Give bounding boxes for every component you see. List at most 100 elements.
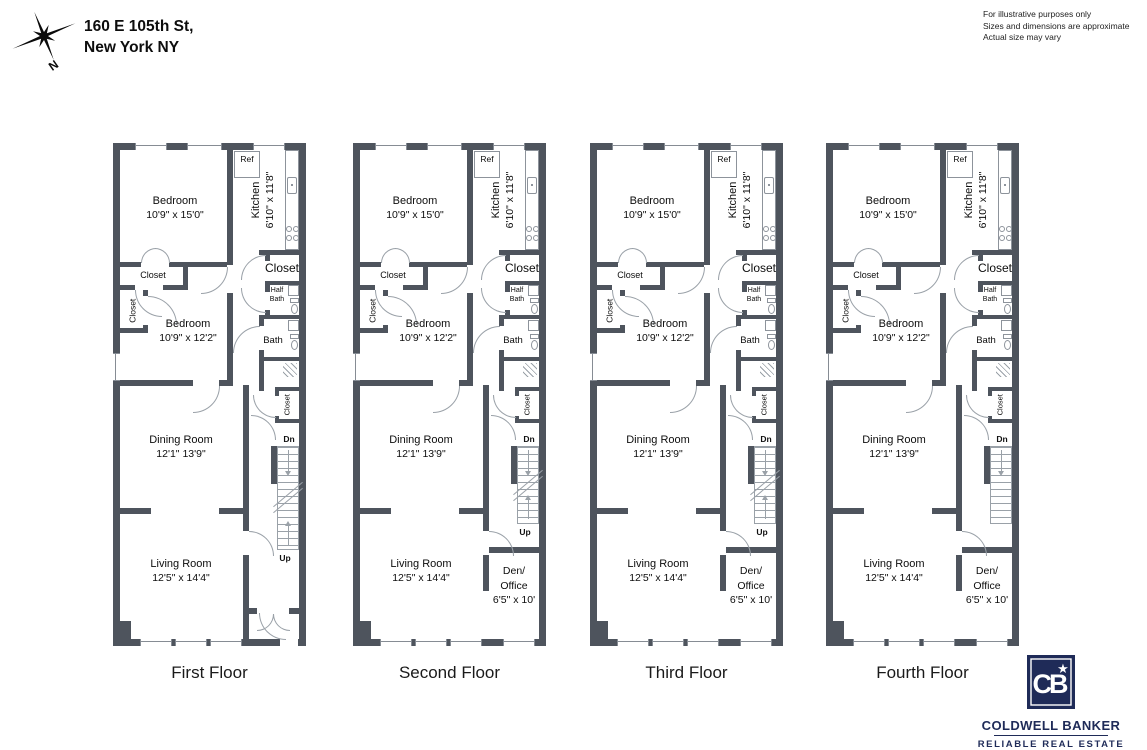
stair-wall: [271, 446, 277, 484]
door-arc: [141, 248, 156, 263]
entry-door-gap: [280, 639, 298, 646]
room-label-bedroom-small: Bedroom 10'9" x 12'2": [136, 318, 240, 345]
wall: [826, 380, 906, 386]
window: [730, 143, 762, 150]
room-label-den-office: Den/ Office 6'5" x 10': [958, 564, 1016, 608]
wall: [383, 325, 388, 333]
door-arc: [381, 248, 396, 263]
stove-burner: [286, 226, 292, 232]
room-label-den-office: Den/ Office 6'5" x 10': [722, 564, 780, 608]
wall: [856, 325, 861, 333]
room-label-bedroom-small: Bedroom 10'9" x 12'2": [613, 318, 717, 345]
floor-title: Second Floor: [398, 663, 501, 682]
faucet-dot: [1004, 184, 1006, 186]
closet-label: Closet: [995, 394, 1005, 416]
stair-break-line: [273, 481, 303, 508]
window: [590, 353, 597, 381]
door-arc: [868, 248, 883, 263]
window: [187, 143, 222, 150]
stove-burner: [1006, 226, 1012, 232]
bath-sink: [528, 320, 539, 331]
toilet-bowl: [768, 340, 775, 350]
shower-symbol: [996, 363, 1010, 377]
room-dims: 6'10" x 11'8": [976, 171, 989, 229]
closet-label: Closet: [282, 394, 292, 416]
window: [375, 143, 407, 150]
wall: [483, 555, 489, 583]
disclaimer: For illustrative purposes only Sizes and…: [983, 9, 1129, 44]
den-wall: [489, 547, 546, 553]
wall: [360, 285, 375, 290]
room-dims: 12'5" x 14'4": [629, 571, 687, 584]
room-dims: 6'10" x 11'8": [740, 171, 753, 229]
wall: [243, 385, 249, 531]
room-name: Bedroom: [165, 318, 211, 330]
half-bath-sink: [288, 285, 299, 296]
door-arc: [718, 288, 743, 313]
shower-symbol: [760, 363, 774, 377]
stairs-down-arrow: [998, 450, 1004, 476]
room-label-dining-room: Dining Room 12'1" 13'9": [129, 434, 233, 461]
wall-pier: [113, 621, 131, 639]
wall: [499, 361, 504, 391]
room-name: Bath: [746, 295, 762, 303]
wall: [353, 508, 391, 514]
door-arc: [491, 415, 516, 440]
room-label-bath: Bath: [263, 335, 283, 346]
closet-label: Closet: [853, 270, 879, 280]
brand-name: COLDWELL BANKER: [981, 718, 1121, 733]
door-arc: [954, 288, 979, 313]
wall: [978, 281, 1019, 285]
room-name: Office: [500, 579, 528, 592]
stairs-up-arrow: [285, 521, 291, 545]
wall: [736, 250, 783, 255]
stairs-down-label: Dn: [760, 434, 772, 444]
room-dims: 10'9" x 12'2": [159, 331, 217, 344]
wall: [219, 508, 243, 514]
stairs-up-arrow: [762, 495, 768, 519]
wall: [978, 310, 983, 315]
wall: [590, 639, 783, 646]
room-dims: 6'5" x 10': [729, 594, 773, 606]
wall: [742, 310, 747, 315]
door-arc: [441, 267, 468, 294]
stove-burner: [533, 235, 539, 241]
cb-monogram: CB ★: [1027, 655, 1075, 709]
wall: [972, 357, 1019, 361]
address-line-1: 160 E 105th St,: [84, 18, 194, 35]
wall: [597, 262, 618, 267]
wall: [120, 262, 141, 267]
wall: [988, 391, 992, 396]
room-dims: 12'5" x 14'4": [392, 571, 450, 584]
wall: [227, 150, 233, 265]
door-arc: [253, 395, 276, 418]
window: [826, 353, 833, 381]
staircase: [273, 446, 303, 550]
room-name: Office: [973, 579, 1001, 592]
room-name: Dining Room: [626, 434, 690, 446]
room-name: Dining Room: [149, 434, 213, 446]
brand-tagline: RELIABLE REAL ESTATE: [977, 739, 1125, 750]
disclaimer-line-3: Actual size may vary: [983, 32, 1061, 42]
wall: [597, 285, 612, 290]
door-arc: [964, 415, 989, 440]
room-name: Half: [270, 287, 284, 294]
room-name: Bedroom: [392, 195, 438, 207]
window: [853, 639, 885, 646]
wall: [776, 143, 783, 646]
bath-sink: [765, 320, 776, 331]
wall: [515, 387, 546, 391]
door-arc: [678, 267, 705, 294]
wall: [113, 143, 120, 646]
refrigerator-label: Ref: [480, 154, 494, 164]
wall: [275, 387, 306, 391]
room-dims: 12'1" 13'9": [633, 447, 683, 460]
room-dims: 12'1" 13'9": [156, 447, 206, 460]
stove-burner: [293, 235, 299, 241]
window: [966, 143, 998, 150]
stair-wall: [748, 446, 754, 484]
cb-monogram-letters: CB: [1033, 669, 1068, 699]
wall: [988, 387, 1019, 391]
wall: [932, 508, 956, 514]
window: [450, 639, 482, 646]
